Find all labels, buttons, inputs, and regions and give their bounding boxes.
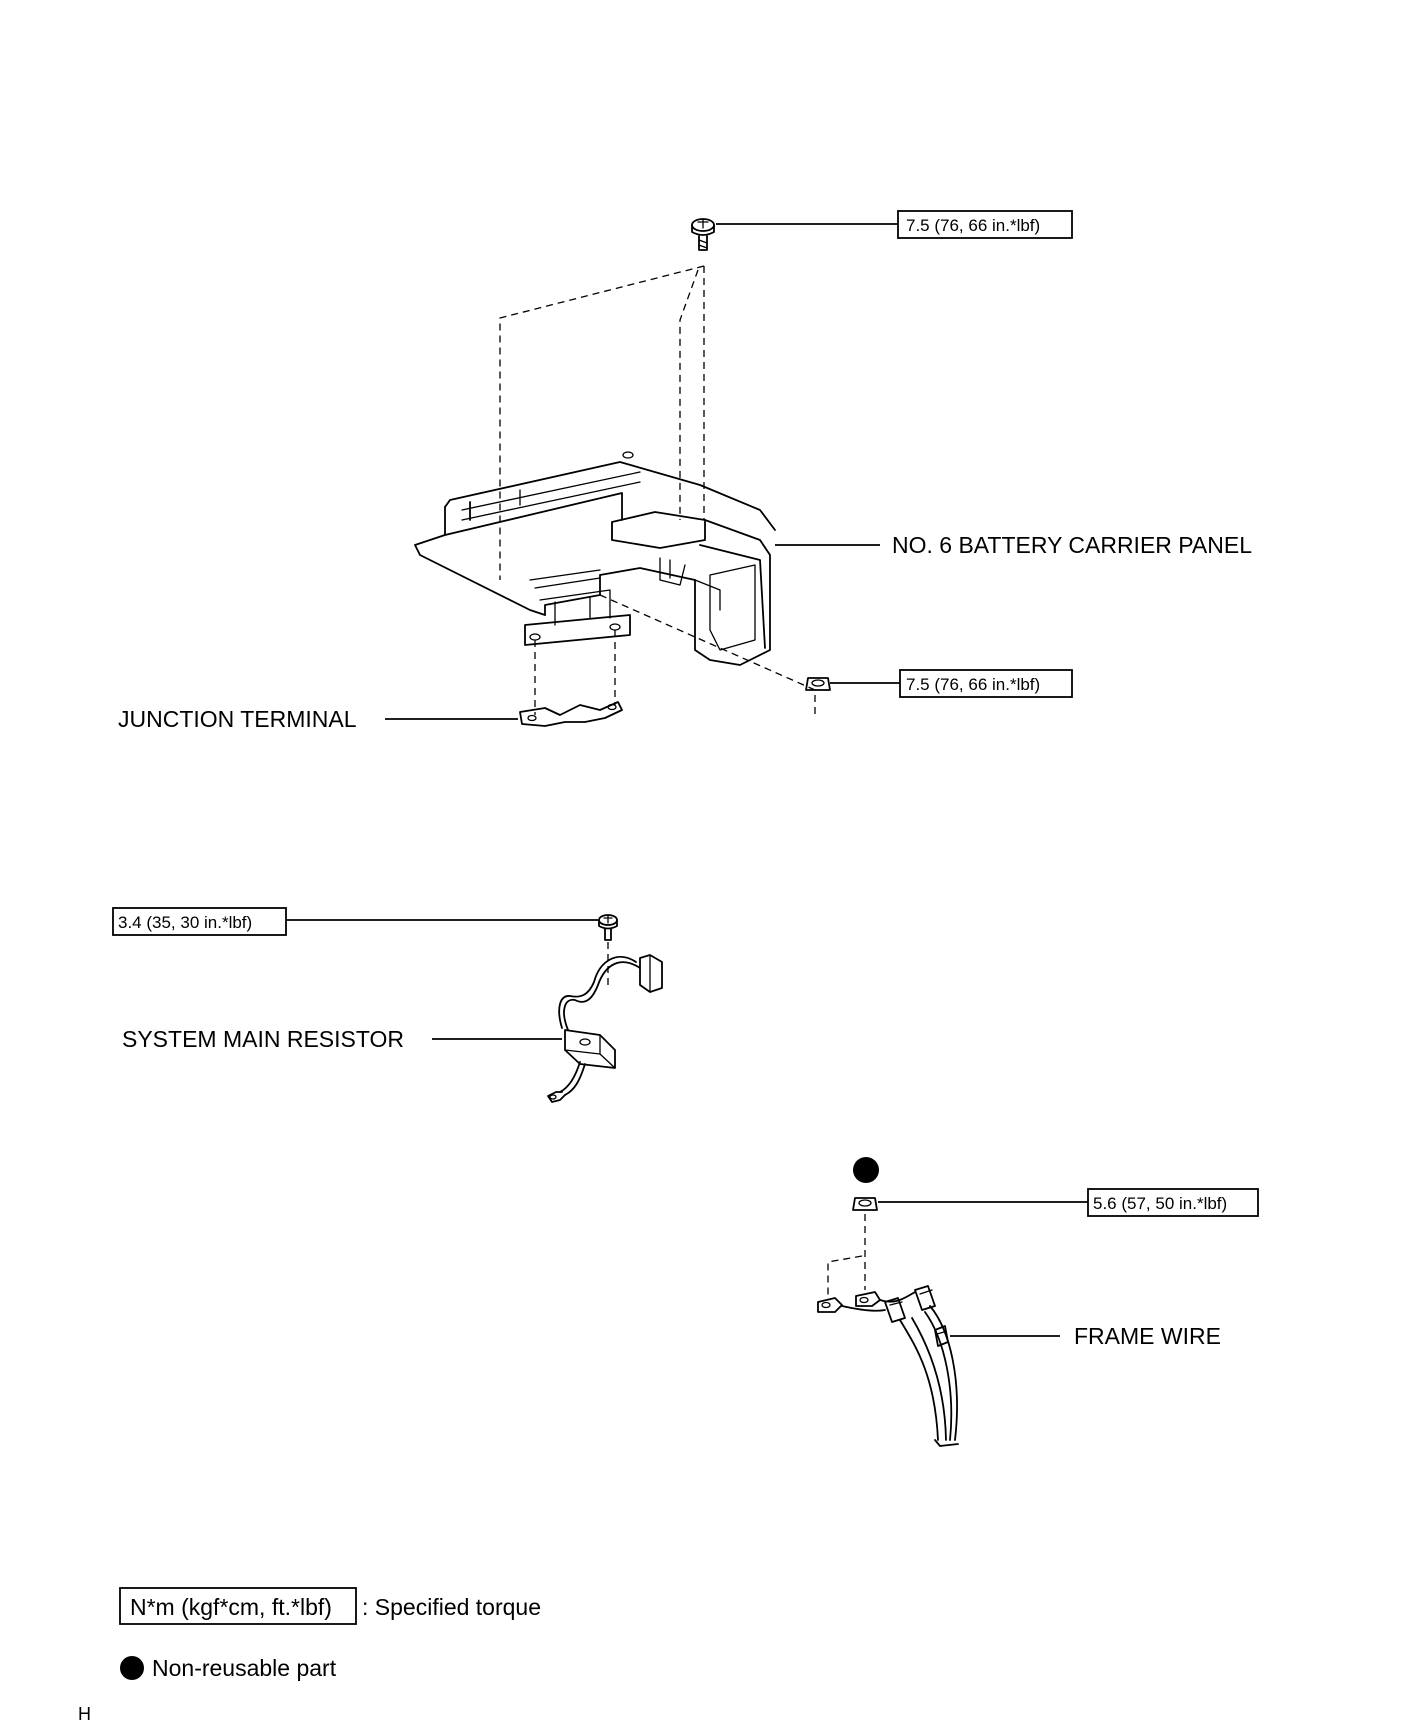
corner-mark: H: [78, 1704, 91, 1724]
torque-panel-bolt: 7.5 (76, 66 in.*lbf): [906, 216, 1040, 235]
alignment-line: [679, 269, 699, 520]
torque-box-frame-wire-nut: [1087, 1188, 1259, 1217]
panel-bolt-icon: [691, 218, 715, 251]
label-battery-carrier-panel: NO. 6 BATTERY CARRIER PANEL: [892, 532, 1252, 558]
panel-nut-icon: [805, 677, 831, 691]
alignment-line: [827, 1255, 863, 1298]
legend-torque-box: [119, 1587, 357, 1625]
torque-box-panel-nut: [899, 669, 1073, 698]
junction-terminal-drawing: [519, 701, 623, 727]
label-frame-wire: FRAME WIRE: [1074, 1323, 1221, 1349]
torque-box-panel-bolt: [897, 210, 1073, 239]
label-system-main-resistor: SYSTEM MAIN RESISTOR: [122, 1026, 404, 1052]
legend-nonreusable-icon: [120, 1656, 144, 1680]
torque-resistor-bolt: 3.4 (35, 30 in.*lbf): [118, 913, 252, 932]
legend-nonreusable-desc: Non-reusable part: [152, 1655, 337, 1681]
alignment-line: [499, 265, 705, 580]
legend-torque-unit: N*m (kgf*cm, ft.*lbf): [130, 1594, 332, 1620]
battery-carrier-panel-drawing: [414, 451, 776, 666]
legend-torque-desc: : Specified torque: [362, 1594, 541, 1620]
nonreusable-mark-icon: [853, 1157, 879, 1183]
torque-frame-wire-nut: 5.6 (57, 50 in.*lbf): [1093, 1194, 1227, 1213]
torque-box-resistor-bolt: [112, 907, 287, 936]
frame-wire-nut-icon: [852, 1197, 878, 1211]
resistor-bolt-icon: [598, 914, 618, 941]
system-main-resistor-drawing: [547, 954, 663, 1103]
torque-panel-nut: 7.5 (76, 66 in.*lbf): [906, 675, 1040, 694]
alignment-line: [599, 594, 816, 715]
label-junction-terminal: JUNCTION TERMINAL: [118, 706, 357, 732]
frame-wire-drawing: [817, 1285, 959, 1447]
